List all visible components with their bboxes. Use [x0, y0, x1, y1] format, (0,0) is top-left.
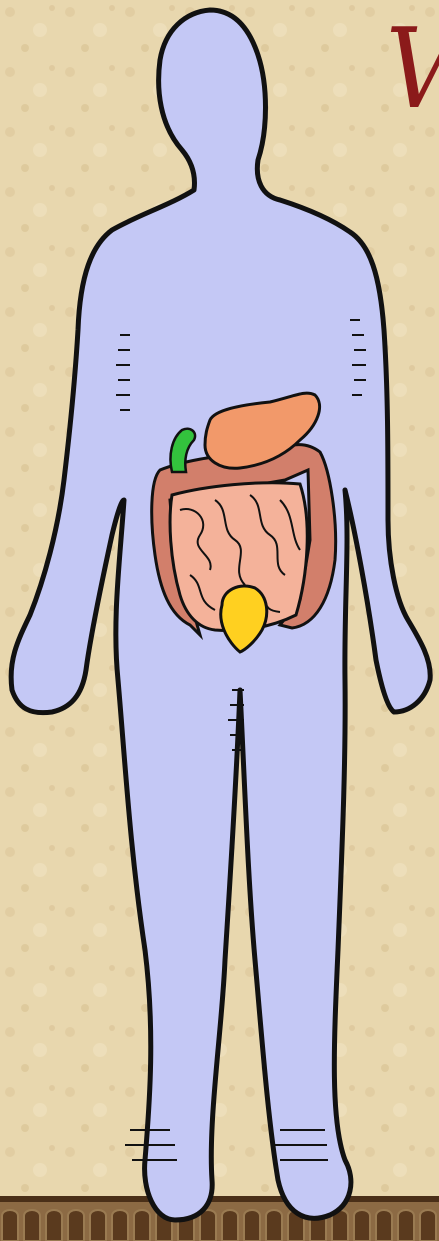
corner-title-letter: V	[386, 14, 439, 124]
border-tile	[266, 1210, 282, 1241]
border-tile	[354, 1210, 370, 1241]
border-tile	[24, 1210, 40, 1241]
border-tile	[376, 1210, 392, 1241]
border-tile	[420, 1210, 436, 1241]
border-tile	[398, 1210, 414, 1241]
border-tile	[244, 1210, 260, 1241]
border-tile	[68, 1210, 84, 1241]
decorative-border	[0, 1196, 439, 1241]
border-tile	[134, 1210, 150, 1241]
border-tile	[90, 1210, 106, 1241]
border-tile	[222, 1210, 238, 1241]
border-tile	[2, 1210, 18, 1241]
border-tile	[200, 1210, 216, 1241]
border-tile	[46, 1210, 62, 1241]
border-tile	[112, 1210, 128, 1241]
